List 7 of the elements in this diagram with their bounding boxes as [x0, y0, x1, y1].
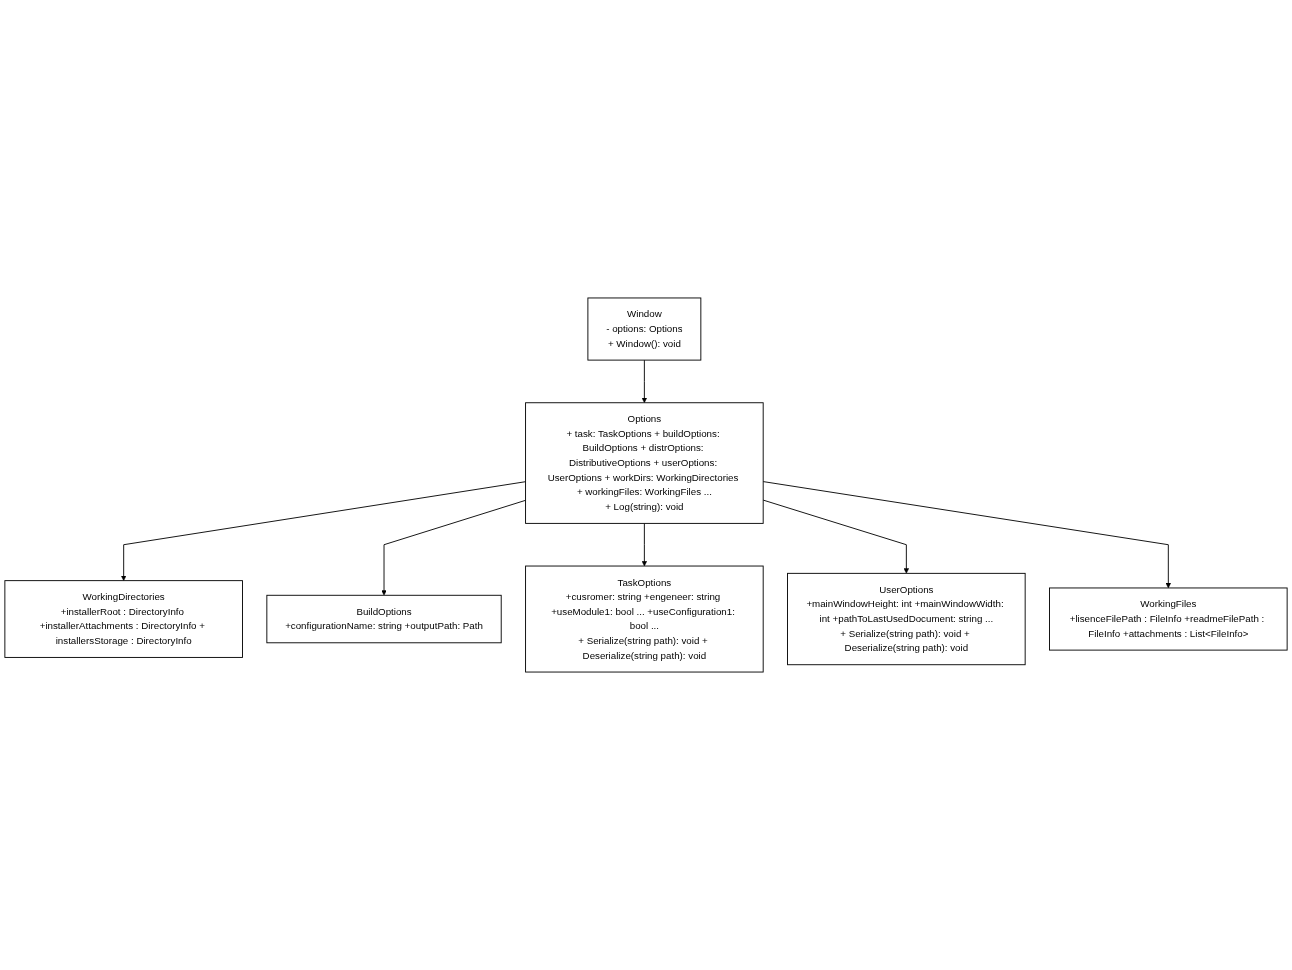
node-box: UserOptions +mainWindowHeight: int +mainWindowWidth: int +pathToLastUsedDocument: string ... + Serialize(string path): void + Deserialize(string path): void — [787, 572, 1026, 666]
node-box: Window - options: Options + Window(): void — [587, 297, 702, 361]
node-box: Options + task: TaskOptions + buildOptions: BuildOptions + distrOptions: DistributiveOptions + userOptions: UserOptions + workDirs: WorkingDirectories + workingFiles: WorkingFiles ... + Log(string): void — [525, 402, 764, 524]
node-box: TaskOptions +cusromer: string +engeneer: string +useModule1: bool ... +useConfiguration1: bool ... + Serialize(string path): void + Deserialize(string path): void — [525, 565, 764, 673]
node-box: WorkingFiles +lisenceFilePath : FileInfo +readmeFilePath : FileInfo +attachments : List<FileInfo> — [1049, 587, 1288, 651]
node-box: WorkingDirectories +installerRoot : DirectoryInfo +installerAttachments : DirectoryInfo + installersStorage : DirectoryInfo — [4, 580, 243, 658]
node-box: BuildOptions +configurationName: string +outputPath: Path — [266, 594, 502, 644]
